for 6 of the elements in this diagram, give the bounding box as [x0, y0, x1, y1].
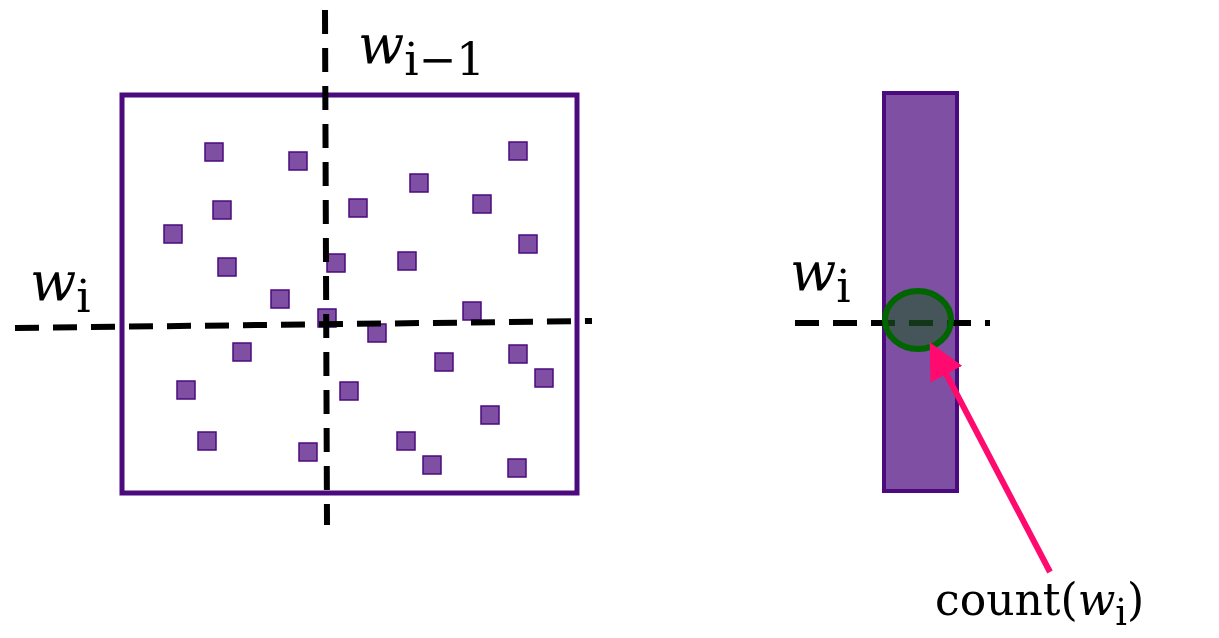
- highlight-circle: [882, 288, 954, 352]
- variable-label: w$_{i−1}$: [358, 18, 485, 82]
- count-label: count(w$_{i}$): [935, 578, 1145, 632]
- variable-label: w$_{i}$: [790, 245, 851, 309]
- variable-label: w$_{i}$: [30, 255, 91, 319]
- arrow: [929, 342, 1053, 574]
